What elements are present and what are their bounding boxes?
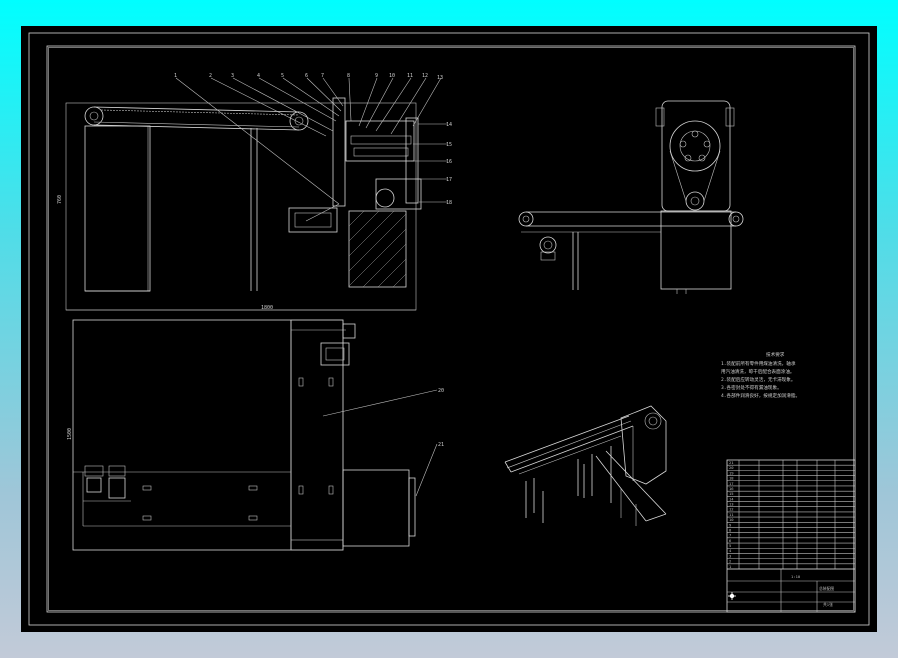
dim-plan-height: 1500	[67, 428, 73, 440]
bom-row-number: 9	[729, 522, 732, 527]
bom-row-number: 14	[729, 496, 734, 501]
callout-17: 17	[446, 177, 452, 183]
motor-hatch	[348, 210, 407, 288]
notes-line-5: 4.各部件润滑良好，按规定加润滑脂。	[721, 392, 800, 399]
bom-row-number: 21	[729, 460, 734, 465]
callout-21: 21	[438, 442, 444, 448]
callout-6: 6	[305, 73, 308, 79]
bom-row-number: 13	[729, 502, 734, 507]
bom-row-number: 17	[729, 481, 734, 486]
notes-line-2: 用汽油清洗，晾干后配合表面涂油。	[721, 368, 795, 375]
outer-frame	[28, 32, 870, 626]
callout-1: 1	[174, 73, 177, 79]
dim-front-width: 1800	[261, 305, 273, 311]
bom-row-number: 6	[729, 538, 732, 543]
bom-row-number: 16	[729, 486, 734, 491]
bom-row-number: 20	[729, 465, 734, 470]
isometric-view	[504, 405, 667, 526]
leader-lines	[175, 77, 447, 205]
bom-row-number: 11	[729, 512, 734, 517]
callout-7: 7	[321, 73, 324, 79]
notes-line-4: 3.各密封处不得有漏油现象。	[721, 384, 782, 391]
cad-canvas[interactable]: 1 2 3 4 5 6 7 8 9 10 11 12 13 14 15 16 1…	[21, 26, 877, 632]
technical-notes: 技术要求 1.装配前所有零件用煤油清洗，轴承 用汽油清洗，晾干后配合表面涂油。 …	[721, 351, 800, 399]
callout-4: 4	[257, 73, 260, 79]
notes-line-1: 1.装配前所有零件用煤油清洗，轴承	[721, 360, 796, 367]
callout-2: 2	[209, 73, 212, 79]
callout-16: 16	[446, 159, 452, 165]
callout-5: 5	[281, 73, 284, 79]
callout-3: 3	[231, 73, 234, 79]
bom-row-number: 19	[729, 470, 734, 475]
callout-13: 13	[437, 75, 443, 81]
bom-row-number: 3	[729, 553, 731, 558]
bom-row-number: 1	[729, 564, 732, 569]
callout-15: 15	[446, 142, 452, 148]
inner-frame	[46, 45, 856, 613]
callout-12: 12	[422, 73, 428, 79]
sheet-count: 共1张	[823, 602, 833, 607]
bom-row-number: 10	[729, 517, 734, 522]
dim-front-height: 760	[57, 195, 63, 204]
inner-frame-edge	[48, 47, 854, 611]
bom-row-number: 4	[729, 548, 732, 553]
bom-row-number: 12	[729, 507, 734, 512]
notes-line-3: 2.装配后应转动灵活，无卡滞现象。	[721, 376, 795, 383]
callout-20: 20	[438, 388, 444, 394]
front-view: 1 2 3 4 5 6 7 8 9 10 11 12 13 14 15 16 1…	[57, 73, 452, 311]
bom-row-number: 15	[729, 491, 734, 496]
callout-18: 18	[446, 200, 452, 206]
drawing-sheet: 1 2 3 4 5 6 7 8 9 10 11 12 13 14 15 16 1…	[21, 26, 877, 632]
bom-row-number: 7	[729, 533, 731, 538]
side-view	[518, 100, 744, 294]
callout-14: 14	[446, 122, 452, 128]
bom-row-number: 5	[729, 543, 731, 548]
callout-10: 10	[389, 73, 395, 79]
bom-row-number: 2	[729, 559, 731, 564]
drawing-name: 总装配图	[819, 586, 834, 591]
bom-row-number: 8	[729, 527, 732, 532]
front-callouts: 1 2 3 4 5 6 7 8 9 10 11 12 13 14 15 16 1…	[174, 73, 452, 206]
callout-9: 9	[375, 73, 378, 79]
plan-view: 20 21 1500	[67, 319, 444, 551]
notes-title: 技术要求	[766, 351, 785, 358]
callout-11: 11	[407, 73, 413, 79]
callout-8: 8	[347, 73, 350, 79]
cursor-icon	[728, 592, 736, 600]
bom-row-number: 18	[729, 476, 734, 481]
scale-text: 1:10	[791, 574, 801, 579]
